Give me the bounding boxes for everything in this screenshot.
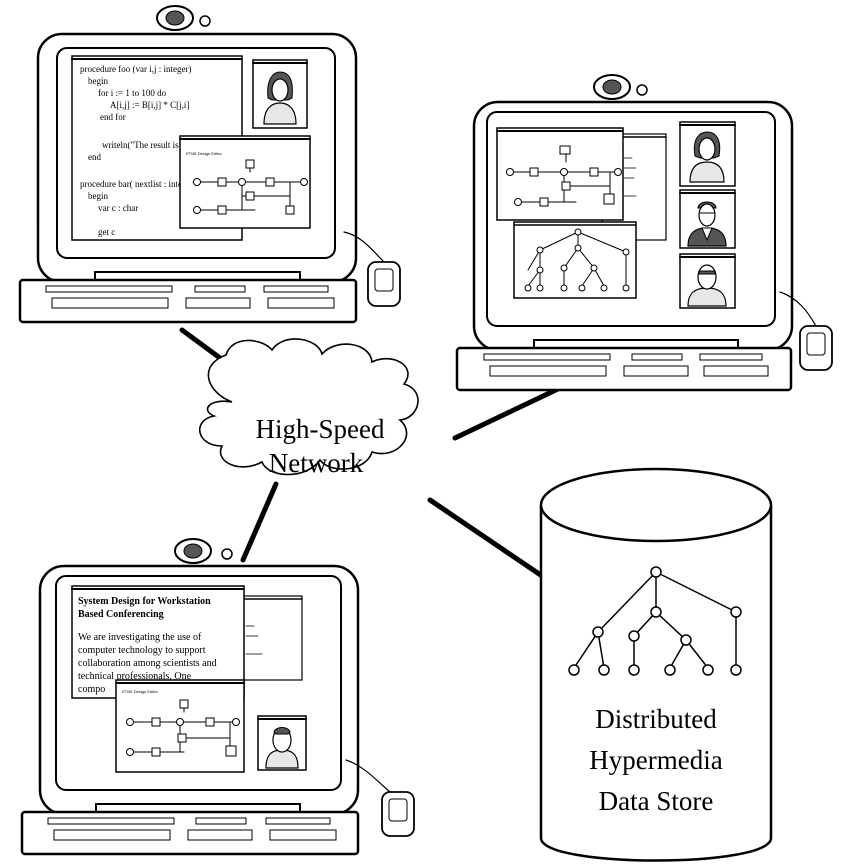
camera-icon xyxy=(174,538,233,564)
video-window xyxy=(679,121,736,187)
doc-title-line: Based Conferencing xyxy=(78,609,164,620)
code-line: writeln("The result is " xyxy=(102,140,185,150)
code-line: A[i,j] := B[i,j] * C[j,i] xyxy=(110,100,189,110)
code-line: get c xyxy=(98,227,115,237)
camera-icon xyxy=(593,74,648,100)
datastore-label-line2: Hypermedia xyxy=(589,745,722,775)
doc-title-line: System Design for Workstation xyxy=(78,596,211,607)
doc-body-line: compo xyxy=(78,684,105,695)
mouse-icon xyxy=(367,261,401,307)
code-line: for i := 1 to 100 do xyxy=(98,88,167,98)
code-line: end xyxy=(88,152,101,162)
network-label-line2: Network xyxy=(269,448,364,478)
doc-body-line: collaboration among scientists and xyxy=(78,658,217,669)
window-title: ETNE Design Editor xyxy=(122,689,158,694)
doc-body-line: computer technology to support xyxy=(78,645,206,656)
code-line: end for xyxy=(100,112,126,122)
design-editor-window: ETNE Design Editor xyxy=(179,135,311,229)
code-line: begin xyxy=(88,191,108,201)
code-line: procedure foo (var i,j : integer) xyxy=(80,64,191,74)
network-cloud: High-Speed Network xyxy=(198,338,419,478)
doc-body-line: We are investigating the use of xyxy=(78,632,202,643)
video-window xyxy=(679,253,736,309)
code-line: begin xyxy=(88,76,108,86)
design-editor-window: ETNE Design Editor xyxy=(115,679,245,773)
workstation-top-left: procedure foo (var i,j : integer) begin … xyxy=(18,5,401,324)
mouse-icon xyxy=(799,325,833,371)
code-listing: procedure foo (var i,j : integer) begin … xyxy=(80,64,191,237)
video-window xyxy=(679,189,736,249)
mouse-icon xyxy=(381,791,415,837)
code-line: var c : char xyxy=(98,203,138,213)
video-window xyxy=(257,715,307,771)
datastore-label-line1: Distributed xyxy=(595,704,717,734)
datastore-cylinder: Distributed Hypermedia Data Store xyxy=(539,467,773,862)
tree-window xyxy=(513,221,637,299)
workstation-bottom-left: System Design for Workstation Based Conf… xyxy=(20,538,415,856)
camera-icon xyxy=(156,5,211,31)
network-label-line1: High-Speed xyxy=(256,414,385,444)
code-line: procedure bar( nextlist : integ xyxy=(80,179,187,189)
window-title: ETNE Design Editor xyxy=(186,151,222,156)
doc-body-line: technical professionals. One xyxy=(78,671,192,682)
workstation-top-right xyxy=(455,74,833,392)
person-avatar xyxy=(263,71,297,125)
video-window xyxy=(252,59,308,129)
datastore-tree-icon xyxy=(568,566,742,676)
datastore-label-line3: Data Store xyxy=(599,786,714,816)
design-editor-window xyxy=(496,127,624,221)
